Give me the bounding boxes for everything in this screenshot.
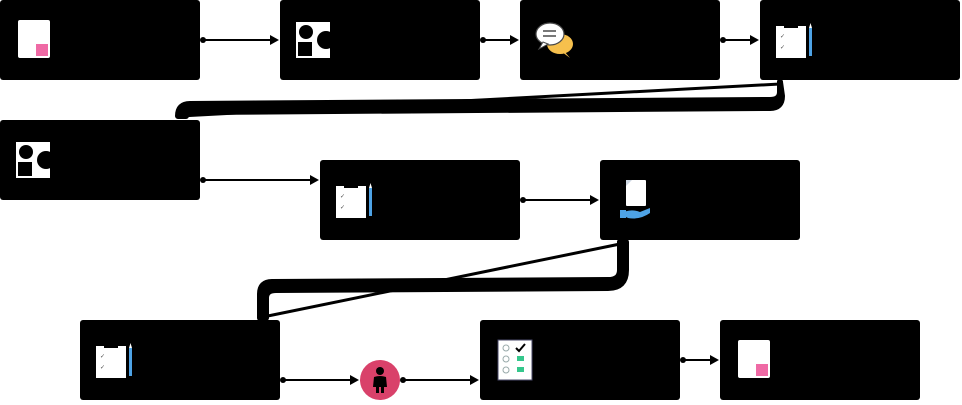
- clipboard-pencil-icon: ✓ ✓: [336, 182, 372, 218]
- flow-node-3[interactable]: [520, 0, 720, 80]
- port-person-out[interactable]: [400, 377, 406, 383]
- port-n6-out[interactable]: [520, 197, 526, 203]
- flow-node-9[interactable]: [480, 320, 680, 400]
- svg-text:✓: ✓: [340, 193, 345, 200]
- svg-text:✓: ✓: [100, 353, 105, 360]
- person-node[interactable]: [360, 360, 400, 400]
- arrowhead-n10: [710, 355, 719, 365]
- flow-node-8[interactable]: ✓ ✓: [80, 320, 280, 400]
- arrowhead-n7: [590, 195, 599, 205]
- flow-node-1[interactable]: [0, 0, 200, 80]
- port-n3-out[interactable]: [720, 37, 726, 43]
- flow-node-6[interactable]: ✓ ✓: [320, 160, 520, 240]
- flow-node-7[interactable]: [600, 160, 800, 240]
- chat-bubbles-icon: [535, 22, 573, 58]
- arrowhead-person: [350, 375, 359, 385]
- edge-n4-n5-diagonal: [179, 82, 781, 118]
- clipboard-pencil-icon: ✓ ✓: [96, 342, 132, 378]
- arrowhead-n6: [310, 175, 319, 185]
- document-pink-icon: [18, 20, 50, 58]
- svg-text:✓: ✓: [340, 204, 345, 211]
- arrowhead-n9: [470, 375, 479, 385]
- shapes-icon: [296, 22, 334, 58]
- document-hand-icon: [620, 180, 650, 219]
- shapes-icon: [16, 142, 54, 178]
- port-n1-out[interactable]: [200, 37, 206, 43]
- flow-node-5[interactable]: [0, 120, 200, 200]
- port-n2-out[interactable]: [480, 37, 486, 43]
- svg-text:✓: ✓: [100, 364, 105, 371]
- document-pink-icon: [738, 340, 770, 378]
- edge-n7-n8-diagonal: [257, 242, 621, 320]
- svg-text:✓: ✓: [780, 44, 785, 51]
- person-icon: [373, 367, 387, 393]
- port-n8-out[interactable]: [280, 377, 286, 383]
- flow-node-10[interactable]: [720, 320, 920, 400]
- port-n5-out[interactable]: [200, 177, 206, 183]
- arrowhead-n3: [510, 35, 519, 45]
- port-n4-out[interactable]: [777, 79, 783, 85]
- arrowhead-n2: [270, 35, 279, 45]
- port-n7-out[interactable]: [617, 239, 623, 245]
- port-n9-out[interactable]: [680, 357, 686, 363]
- edge-n7-n8: [257, 239, 629, 321]
- flow-node-2[interactable]: [280, 0, 480, 80]
- clipboard-pencil-icon: ✓ ✓: [776, 22, 812, 58]
- checklist-icon: [497, 339, 533, 381]
- arrowhead-n4: [750, 35, 759, 45]
- svg-text:✓: ✓: [780, 33, 785, 40]
- flow-node-4[interactable]: ✓ ✓: [760, 0, 960, 80]
